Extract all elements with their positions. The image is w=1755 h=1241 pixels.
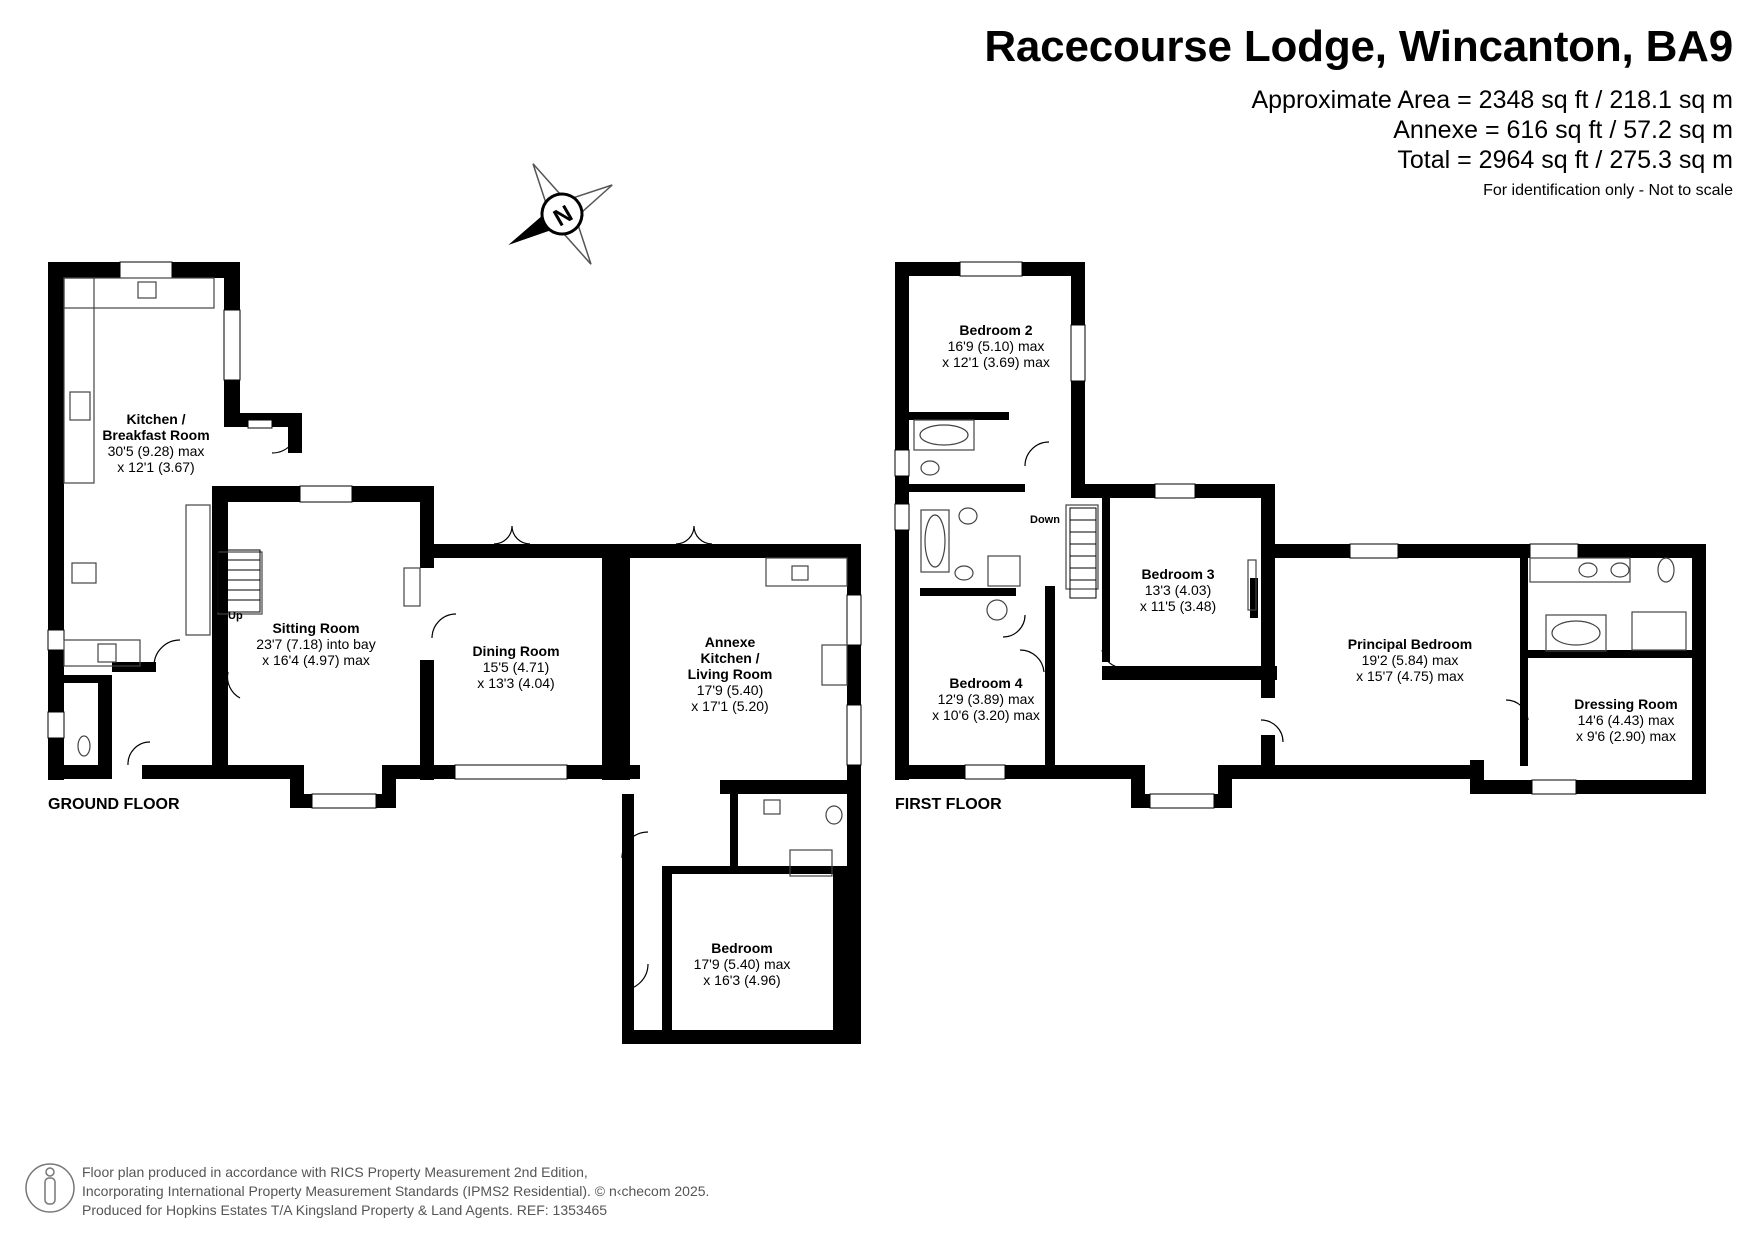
room-dressing: Dressing Room 14'6 (4.43) max x 9'6 (2.9… xyxy=(1574,696,1677,744)
first-windows xyxy=(894,261,1579,809)
footer: Floor plan produced in accordance with R… xyxy=(82,1163,709,1220)
room-dimension: 30'5 (9.28) max xyxy=(107,443,205,459)
room-dimension: x 16'3 (4.96) xyxy=(703,972,781,988)
stairs-up-label: Up xyxy=(228,610,243,622)
room-dimension: 15'5 (4.71) xyxy=(482,659,550,675)
room-name: Living Room xyxy=(687,666,773,682)
room-bedroom-4: Bedroom 4 12'9 (3.89) max x 10'6 (3.20) … xyxy=(932,675,1040,723)
room-dimension: 12'9 (3.89) max xyxy=(937,691,1035,707)
room-sitting: Sitting Room 23'7 (7.18) into bay x 16'4… xyxy=(256,620,375,668)
annexe-area: Annexe = 616 sq ft / 57.2 sq m xyxy=(1393,116,1733,144)
room-name: Dining Room xyxy=(472,643,560,659)
room-name: Annexe xyxy=(704,634,756,650)
compass-north-icon xyxy=(508,163,613,265)
room-dimension: x 12'1 (3.67) xyxy=(117,459,195,475)
room-dimension: 23'7 (7.18) into bay xyxy=(256,636,376,652)
room-name: Kitchen / xyxy=(126,411,186,427)
room-bedroom-2: Bedroom 2 16'9 (5.10) max x 12'1 (3.69) … xyxy=(942,322,1050,370)
room-dimension: x 12'1 (3.69) max xyxy=(942,354,1050,370)
room-name: Sitting Room xyxy=(272,620,360,636)
stairs-down-label: Down xyxy=(1030,514,1060,526)
room-name: Breakfast Room xyxy=(102,427,210,443)
first-floor-label: FIRST FLOOR xyxy=(895,796,1002,813)
room-name: Bedroom xyxy=(711,940,773,956)
person-scale-icon xyxy=(25,1163,75,1213)
page-title: Racecourse Lodge, Wincanton, BA9 xyxy=(984,22,1733,71)
first-door-swings xyxy=(1002,441,1529,743)
room-dimension: x 13'3 (4.04) xyxy=(477,675,555,691)
footer-line: Floor plan produced in accordance with R… xyxy=(82,1164,588,1180)
room-dimension: x 11'5 (3.48) xyxy=(1139,598,1217,614)
room-principal-bedroom: Principal Bedroom 19'2 (5.84) max x 15'7… xyxy=(1348,636,1472,684)
footer-line: Incorporating International Property Mea… xyxy=(82,1183,710,1199)
windows xyxy=(47,261,862,809)
door-swings xyxy=(127,426,713,991)
room-name: Principal Bedroom xyxy=(1347,636,1473,652)
room-name: Bedroom 4 xyxy=(949,675,1023,691)
room-dimension: 16'9 (5.10) max xyxy=(947,338,1045,354)
approximate-area: Approximate Area = 2348 sq ft / 218.1 sq… xyxy=(1251,86,1733,114)
room-dimension: x 10'6 (3.20) max xyxy=(932,707,1040,723)
room-name: Bedroom 3 xyxy=(1141,566,1215,582)
room-name: Kitchen / xyxy=(700,650,760,666)
total-area: Total = 2964 sq ft / 275.3 sq m xyxy=(1397,146,1733,174)
footer-line: Produced for Hopkins Estates T/A Kingsla… xyxy=(82,1202,608,1218)
room-dimension: 19'2 (5.84) max xyxy=(1361,652,1459,668)
room-dimension: 14'6 (4.43) max xyxy=(1577,712,1675,728)
room-dimension: x 16'4 (4.97) max xyxy=(262,652,370,668)
ground-floor-label: GROUND FLOOR xyxy=(48,796,180,813)
room-dimension: x 15'7 (4.75) max xyxy=(1356,668,1464,684)
room-dimension: 13'3 (4.03) xyxy=(1144,582,1212,598)
disclaimer: For identification only - Not to scale xyxy=(1483,182,1733,199)
room-dimension: 17'9 (5.40) max xyxy=(693,956,791,972)
ground-fixtures xyxy=(63,277,848,877)
room-dining: Dining Room 15'5 (4.71) x 13'3 (4.04) xyxy=(472,643,559,691)
room-dimension: x 17'1 (5.20) xyxy=(691,698,769,714)
room-annexe-bedroom: Bedroom 17'9 (5.40) max x 16'3 (4.96) xyxy=(694,940,791,988)
first-fixtures xyxy=(913,419,1687,652)
room-kitchen: Kitchen / Breakfast Room 30'5 (9.28) max… xyxy=(102,411,209,475)
room-name: Dressing Room xyxy=(1574,696,1678,712)
stairs xyxy=(217,507,1097,613)
room-bedroom-3: Bedroom 3 13'3 (4.03) x 11'5 (3.48) xyxy=(1140,566,1216,614)
room-annexe-kitchen: Annexe Kitchen / Living Room 17'9 (5.40)… xyxy=(688,634,773,714)
room-name: Bedroom 2 xyxy=(959,322,1033,338)
room-dimension: 17'9 (5.40) xyxy=(696,682,764,698)
room-dimension: x 9'6 (2.90) max xyxy=(1576,728,1676,744)
